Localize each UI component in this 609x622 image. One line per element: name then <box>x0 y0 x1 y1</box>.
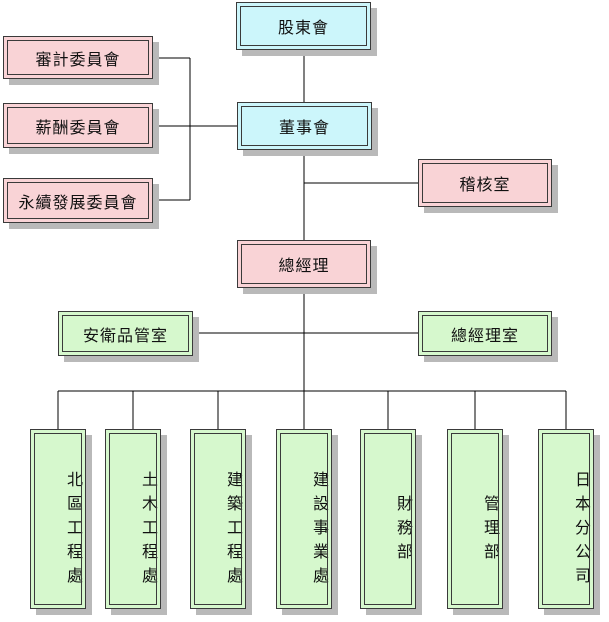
compensation-committee-node: 薪酬委員會 <box>3 103 153 148</box>
north-region-node: 北區工程處 <box>30 429 86 609</box>
general-manager-node: 總經理 <box>237 240 371 288</box>
management-node: 管理部 <box>447 429 503 609</box>
japan-branch-node: 日本分公司 <box>538 429 594 609</box>
sustainability-committee-node: 永續發展委員會 <box>3 178 153 223</box>
audit-committee-node: 審計委員會 <box>3 36 153 79</box>
safety-quality-office-node: 安衛品管室 <box>58 311 193 356</box>
board-node: 董事會 <box>237 102 372 150</box>
gm-office-node: 總經理室 <box>418 311 552 356</box>
building-engineering-node: 建築工程處 <box>190 429 246 609</box>
construction-business-node: 建設事業處 <box>276 429 332 609</box>
finance-node: 財務部 <box>360 429 416 609</box>
civil-engineering-node: 土木工程處 <box>105 429 161 609</box>
shareholders-node: 股東會 <box>236 2 371 50</box>
internal-audit-node: 稽核室 <box>418 159 552 207</box>
